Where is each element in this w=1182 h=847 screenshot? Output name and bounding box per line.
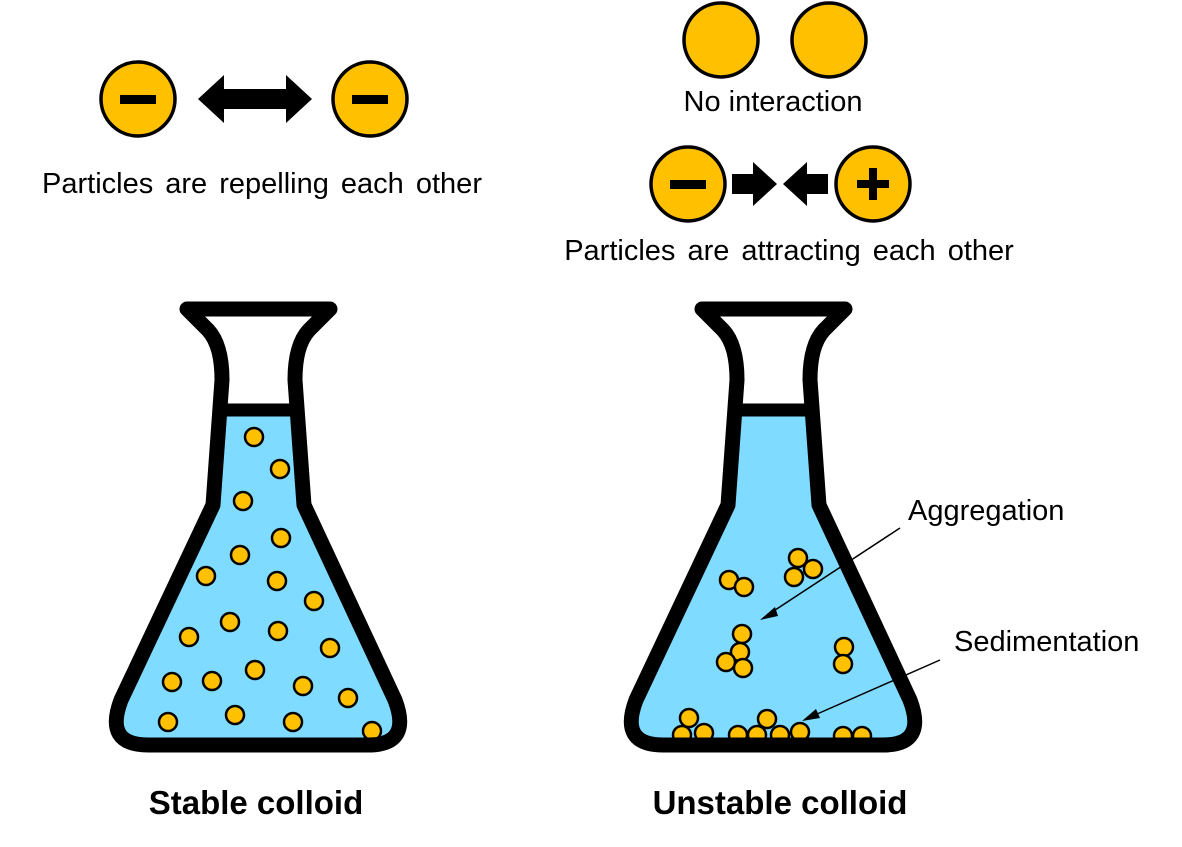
stable-colloid-caption: Stable colloid xyxy=(149,784,364,821)
colloid-particle xyxy=(178,626,200,648)
colloid-particle xyxy=(157,711,179,733)
colloid-particle xyxy=(678,707,700,729)
colloid-particle xyxy=(783,566,805,588)
colloid-particle xyxy=(267,620,289,642)
plus-sign-icon xyxy=(869,168,877,200)
aggregation-pointer xyxy=(765,527,901,617)
liquid xyxy=(631,410,915,745)
sedimentation-pointer xyxy=(807,659,941,719)
neutral-particles xyxy=(682,1,868,79)
flask-outline xyxy=(108,301,408,753)
colloid-particle xyxy=(732,657,754,679)
colloid-particle xyxy=(319,637,341,659)
colloid-particle xyxy=(219,611,241,633)
repelling-illustration xyxy=(99,60,409,138)
colloid-particle xyxy=(232,490,254,512)
colloid-particle xyxy=(756,708,778,730)
attract-caption: Particles are attracting each other xyxy=(564,235,1014,267)
unstable-colloid-caption: Unstable colloid xyxy=(653,784,908,821)
minus-sign-icon xyxy=(120,95,156,104)
colloid-particle xyxy=(201,670,223,692)
colloid-particle xyxy=(270,527,292,549)
colloid-particle xyxy=(731,623,753,645)
colloid-particle xyxy=(161,671,183,693)
no-interaction-caption: No interaction xyxy=(684,86,863,118)
minus-sign-icon xyxy=(352,95,388,104)
attracting-illustration xyxy=(649,145,912,223)
unstable-flask xyxy=(623,301,923,753)
colloid-particle xyxy=(282,711,304,733)
colloid-particle xyxy=(244,659,266,681)
colloid-particle xyxy=(224,704,246,726)
colloid-particle xyxy=(229,544,251,566)
flask-outline xyxy=(623,301,923,753)
double-arrow-icon xyxy=(198,75,312,123)
colloid-particle xyxy=(266,570,288,592)
arrow-right-icon xyxy=(732,162,777,206)
arrow-left-icon xyxy=(783,162,828,206)
liquid xyxy=(116,410,400,745)
stable-flask xyxy=(108,301,408,753)
colloid-particle xyxy=(833,636,855,658)
colloid-particle xyxy=(787,547,809,569)
colloid-particle xyxy=(269,458,291,480)
arrowhead-icon xyxy=(802,709,820,721)
arrowhead-icon xyxy=(760,607,778,620)
dispersed-particles xyxy=(157,426,383,742)
colloid-particle xyxy=(195,565,217,587)
colloid-particle xyxy=(832,653,854,675)
colloid-particle xyxy=(733,576,755,598)
colloid-particle xyxy=(243,426,265,448)
neutral-particle xyxy=(790,1,868,79)
minus-sign-icon xyxy=(670,180,706,189)
aggregation-label: Aggregation xyxy=(908,495,1064,527)
colloid-particle xyxy=(802,558,824,580)
colloid-particle xyxy=(337,687,359,709)
sedimentation-label: Sedimentation xyxy=(954,626,1139,658)
colloid-particle xyxy=(303,590,325,612)
neutral-particle xyxy=(682,1,760,79)
colloid-particle xyxy=(292,675,314,697)
repel-caption: Particles are repelling each other xyxy=(42,168,482,200)
colloid-particle xyxy=(715,651,737,673)
